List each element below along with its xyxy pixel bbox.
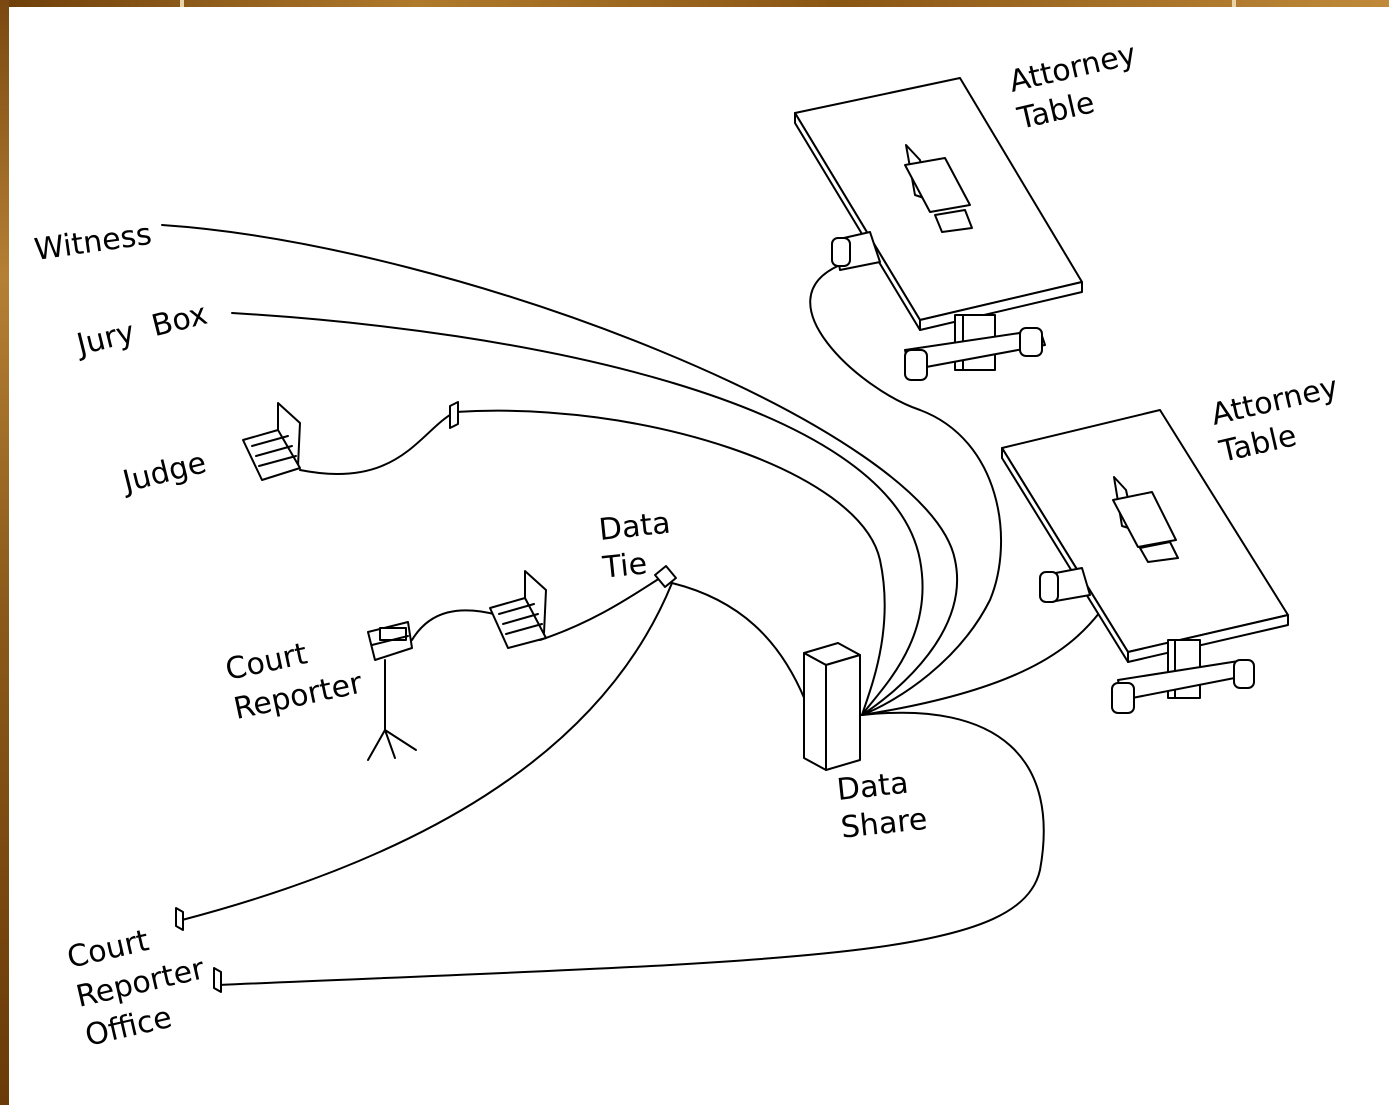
label-judge: Judge [118, 445, 210, 500]
svg-text:Share: Share [839, 802, 929, 846]
cable-data-tie-share [671, 582, 806, 701]
cable-judge-laptop [299, 411, 456, 476]
outlet-icon [449, 401, 459, 429]
cable-attorney-1 [809, 264, 1002, 716]
frame-left-border [0, 0, 9, 1105]
cable-attorney-2 [861, 611, 1101, 716]
label-attorney-table-2: Attorney Table [1208, 370, 1341, 470]
label-data-share: Data Share [835, 766, 929, 846]
label-witness: Witness [32, 217, 154, 268]
laptop-icon [904, 144, 973, 233]
label-court-reporter: Court Reporter [222, 636, 366, 727]
outlet-icon [213, 967, 222, 993]
cable-share-office [217, 711, 1045, 986]
label-data-tie: Data Tie [597, 506, 672, 586]
laptop-icon [1112, 476, 1179, 563]
svg-text:Tie: Tie [600, 546, 649, 586]
cable-jury-box [231, 312, 924, 716]
label-attorney-table-1: Attorney Table [1006, 37, 1139, 137]
frame-top-border [0, 0, 1389, 7]
cable-reporter-laptop-tie [539, 574, 666, 641]
judge-laptop [242, 402, 301, 481]
outlet-icon [175, 907, 184, 931]
cable-judge [454, 409, 886, 716]
label-court-reporter-office: Court Reporter Office [64, 923, 208, 1054]
server-tower-icon [803, 642, 861, 771]
outlet-icon [654, 565, 677, 588]
frame-notch [180, 0, 184, 7]
attorney-table-1 [794, 77, 1083, 381]
cable-witness [161, 224, 958, 716]
cables [161, 224, 1101, 986]
svg-text:Data: Data [597, 506, 672, 548]
svg-text:Data: Data [835, 766, 910, 808]
stenograph-icon [367, 621, 417, 761]
frame-notch [1232, 0, 1236, 7]
cable-steno-laptop [411, 609, 499, 641]
attorney-table-2 [1001, 409, 1289, 714]
reporter-laptop [489, 570, 547, 649]
label-jury-box: Jury Box [72, 297, 211, 364]
cable-data-tie-office [181, 582, 673, 921]
